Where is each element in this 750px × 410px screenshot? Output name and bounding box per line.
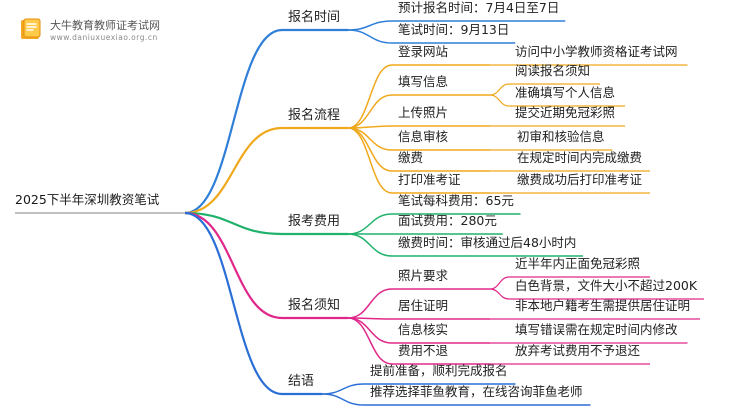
child-node: 照片要求 xyxy=(398,268,449,283)
leaf-node: 非本地户籍考生需提供居住证明 xyxy=(515,298,691,313)
leaf-node: 放弃考试费用不予退还 xyxy=(515,343,641,358)
edge-branch-to-child xyxy=(347,317,393,365)
edge-branch-to-child xyxy=(347,317,393,344)
logo-site-url: www.daniuxuexiao.org.cn xyxy=(50,33,158,42)
edge-root-to-branch xyxy=(184,211,283,396)
edge-branch-to-child xyxy=(347,127,393,194)
leaf-node: 近半年内正面免冠彩照 xyxy=(515,256,641,271)
leaf-node: 在规定时间内完成缴费 xyxy=(517,150,643,165)
edge-root-to-branch xyxy=(184,28,283,215)
child-node: 居住证明 xyxy=(398,298,449,313)
edge-branch-to-child xyxy=(347,213,393,235)
branch-node: 报名流程 xyxy=(288,108,341,123)
leaf-node: 准确填写个人信息 xyxy=(515,85,616,100)
leaf-node: 阅读报名须知 xyxy=(515,63,591,78)
child-node: 填写信息 xyxy=(398,74,449,89)
branch-node: 报名须知 xyxy=(288,298,341,313)
edge-child-to-leaf xyxy=(489,94,510,107)
child-node: 面试费用：280元 xyxy=(398,213,497,228)
edge-root-to-branch xyxy=(184,211,283,236)
leaf-node: 访问中小学教师资格证考试网 xyxy=(515,44,678,59)
root-node: 2025下半年深圳教资笔试 xyxy=(15,192,160,207)
child-node: 提前准备，顺利完成报名 xyxy=(370,363,508,378)
edge-branch-to-child xyxy=(347,64,393,129)
edge-child-to-leaf xyxy=(489,276,510,290)
edge-branch-to-child xyxy=(347,94,393,129)
leaf-node: 初审和核验信息 xyxy=(517,129,605,144)
child-node: 上传照片 xyxy=(398,105,449,120)
child-node: 信息审核 xyxy=(398,129,449,144)
edge-branch-to-child xyxy=(347,288,393,319)
branch-node: 结语 xyxy=(288,374,315,389)
branch-node: 报名时间 xyxy=(288,10,341,25)
edge-branch-to-child xyxy=(321,383,365,395)
logo-site-name: 大牛教育教师证考试网 xyxy=(50,19,160,32)
child-node: 推荐选择菲鱼教育，在线咨询菲鱼老师 xyxy=(370,384,583,399)
leaf-node: 缴费成功后打印准考证 xyxy=(517,172,643,187)
edge-child-to-leaf xyxy=(489,288,510,300)
child-node: 打印准考证 xyxy=(398,172,461,187)
child-node: 笔试每科费用：65元 xyxy=(398,193,514,208)
edge-root-to-branch xyxy=(184,126,283,215)
book-icon xyxy=(21,18,41,39)
branch-node: 报考费用 xyxy=(288,214,341,229)
leaf-node: 填写错误需在规定时间内修改 xyxy=(515,322,678,337)
child-node: 笔试时间：9月13日 xyxy=(398,22,510,37)
child-node: 信息核实 xyxy=(398,322,449,337)
site-logo: 大牛教育教师证考试网 www.daniuxuexiao.org.cn xyxy=(18,14,168,46)
leaf-node: 白色背景，文件大小不超过200K xyxy=(515,278,698,293)
child-node: 登录网站 xyxy=(398,44,449,59)
edge-branch-to-child xyxy=(347,127,393,151)
child-node: 预计报名时间：7月4日至7日 xyxy=(398,0,560,15)
leaf-node: 提交近期免冠彩照 xyxy=(515,105,616,120)
child-node: 缴费时间：审核通过后48小时内 xyxy=(398,235,577,250)
edge-branch-to-child xyxy=(347,29,393,44)
edge-branch-to-child xyxy=(347,233,393,257)
edge-child-to-leaf xyxy=(489,83,510,96)
edge-branch-to-child xyxy=(321,393,365,406)
edge-branch-to-child xyxy=(347,20,393,31)
edge-root-to-branch xyxy=(184,211,283,320)
child-node: 费用不退 xyxy=(398,343,449,358)
child-node: 缴费 xyxy=(398,150,424,165)
